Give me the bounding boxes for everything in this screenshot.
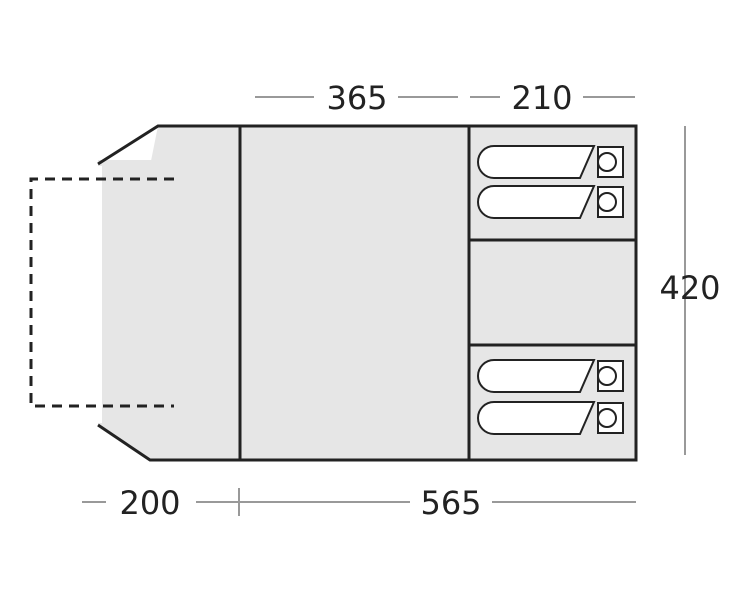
sleeping-bag [477, 401, 624, 435]
sleeping-bag [477, 185, 624, 219]
porch-opening-gap [96, 166, 102, 423]
head-icon [597, 366, 617, 386]
sleeping-bags [477, 145, 624, 435]
dim-label-bottom-porch: 200 [119, 484, 180, 522]
dimension-lines [82, 96, 686, 516]
dim-label-top-living: 365 [326, 79, 387, 117]
dim-label-bottom-main: 565 [420, 484, 481, 522]
head-icon [597, 192, 617, 212]
sleeping-bag [477, 145, 624, 179]
dim-label-side: 420 [659, 269, 720, 307]
tent-outline-top [97, 124, 638, 462]
sleeping-bag-body [477, 145, 596, 179]
sleeping-bag-body [477, 185, 596, 219]
head-icon [597, 152, 617, 172]
dashed-extension-outline [29, 177, 174, 408]
head-icon [597, 408, 617, 428]
sleeping-bag-body [477, 359, 596, 393]
sleeping-bag-body [477, 401, 596, 435]
sleeping-bag [477, 359, 624, 393]
dimension-labels: 365 210 420 200 565 [119, 79, 720, 522]
dim-label-top-bedroom: 210 [511, 79, 572, 117]
porch-floor [98, 160, 240, 426]
